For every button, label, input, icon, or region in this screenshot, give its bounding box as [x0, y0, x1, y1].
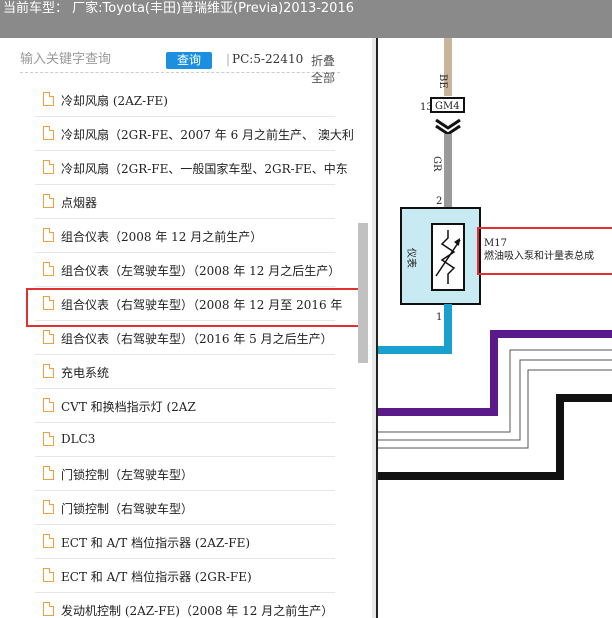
tree-item-label: 组合仪表（左驾驶车型）（2008 年 12 月之后生产）: [61, 264, 341, 278]
tree-item[interactable]: 点烟器: [0, 185, 360, 219]
tree-item[interactable]: DLC3: [0, 423, 360, 457]
tree-item-label: DLC3: [61, 432, 96, 446]
pin-2: 2: [436, 196, 442, 207]
wiring-diagram[interactable]: BE 13 GM4 GR 2 仪表 1 M17 燃油吸入泵和计量表总成: [376, 38, 612, 618]
document-icon: [43, 466, 54, 480]
tree-item[interactable]: 组合仪表（2008 年 12 月之前生产）: [0, 219, 360, 253]
part-name: 燃油吸入泵和计量表总成: [484, 249, 594, 262]
diagram-svg: BE 13 GM4 GR 2 仪表 1 M17 燃油吸入泵和计量表总成: [378, 38, 612, 480]
tree-item-label: 充电系统: [61, 366, 110, 380]
vehicle-title: 当前车型： 厂家:Toyota(丰田)普瑞维亚(Previa)2013-2016: [3, 1, 354, 16]
document-icon: [43, 262, 54, 276]
wire-label-gr: GR: [431, 156, 442, 172]
document-icon: [43, 534, 54, 548]
document-icon: [43, 500, 54, 514]
tree-item[interactable]: 门锁控制（右驾驶车型）: [0, 491, 360, 525]
tree-item[interactable]: 冷却风扇（2GR-FE、2007 年 6 月之前生产、 澳大利: [0, 117, 360, 151]
connector-gm4: [430, 97, 465, 113]
connector-label: GM4: [435, 101, 460, 112]
tree-item-label: 冷却风扇（2GR-FE、一般国家车型、2GR-FE、中东: [61, 162, 348, 176]
tree-item-label: ECT 和 A/T 档位指示器 (2GR-FE): [61, 570, 252, 584]
arrow-head-icon: [454, 238, 460, 246]
tree-item[interactable]: 组合仪表（右驾驶车型）（2016 年 5 月之后生产）: [0, 321, 360, 355]
document-icon: [43, 398, 54, 412]
wire-black: [378, 394, 612, 480]
document-icon: [43, 228, 54, 242]
tree-item-label: 发动机控制 (2AZ-FE)（2008 年 12 月之前生产）: [61, 604, 334, 618]
pc-separator: |: [226, 52, 231, 66]
connector-chevron-icon: [435, 118, 461, 130]
tree-item-label: 组合仪表（2008 年 12 月之前生产）: [61, 230, 263, 244]
document-icon: [43, 296, 54, 310]
tree-item[interactable]: 冷却风扇（2GR-FE、一般国家车型、2GR-FE、中东: [0, 151, 360, 185]
wire-white: [378, 359, 612, 441]
collapse-all-button[interactable]: 折叠全部: [311, 54, 336, 85]
tree-item-label: 点烟器: [61, 196, 98, 210]
variable-arrow-icon: [435, 239, 461, 277]
pin-13: 13: [420, 102, 433, 113]
document-icon: [43, 194, 54, 208]
query-button[interactable]: 查询: [166, 52, 212, 69]
document-icon: [43, 126, 54, 140]
tree-item[interactable]: ECT 和 A/T 档位指示器 (2GR-FE): [0, 559, 360, 593]
tree-item-label: 组合仪表（右驾驶车型）（2016 年 5 月之后生产）: [61, 332, 333, 346]
wire-tan: [444, 38, 452, 96]
tree-item[interactable]: 门锁控制（左驾驶车型）: [0, 457, 360, 491]
pc-code-text: PC:5-22410: [232, 52, 304, 66]
tree-item-selected[interactable]: 组合仪表（左驾驶车型）（2008 年 12 月之后生产）: [0, 253, 360, 287]
wire-purple: [378, 330, 612, 416]
resistor-zigzag-icon: [440, 230, 456, 284]
wire-white: [378, 349, 612, 433]
pc-code: |PC:5-22410: [226, 52, 303, 66]
tree-item[interactable]: 冷却风扇 (2AZ-FE): [0, 83, 360, 117]
wire-blue: [378, 304, 452, 354]
tree-item-label: 门锁控制（右驾驶车型）: [61, 502, 194, 516]
selection-highlight: [26, 288, 361, 327]
search-input[interactable]: [20, 49, 155, 69]
wire-white: [378, 369, 612, 449]
tree-item-label: 组合仪表（右驾驶车型）（2008 年 12 月至 2016 年: [61, 298, 343, 312]
tree-item-label: 冷却风扇（2GR-FE、2007 年 6 月之前生产、 澳大利: [61, 128, 354, 142]
document-icon: [43, 602, 54, 616]
wire-gray: [444, 134, 452, 208]
pin-1: 1: [436, 312, 442, 323]
header-bar: 当前车型： 厂家:Toyota(丰田)普瑞维亚(Previa)2013-2016: [0, 0, 612, 38]
tree-item-label: 冷却风扇 (2AZ-FE): [61, 94, 168, 108]
document-icon: [43, 330, 54, 344]
tree-item[interactable]: 组合仪表（右驾驶车型）（2008 年 12 月至 2016 年: [0, 287, 360, 321]
part-highlight: [477, 227, 612, 275]
document-icon: [43, 568, 54, 582]
tree-item[interactable]: 充电系统: [0, 355, 360, 389]
tree-item-label: CVT 和换档指示灯 (2AZ: [61, 400, 196, 414]
tree-list: 冷却风扇 (2AZ-FE) 冷却风扇（2GR-FE、2007 年 6 月之前生产…: [0, 83, 360, 618]
tree-item-label: ECT 和 A/T 档位指示器 (2AZ-FE): [61, 536, 251, 550]
document-icon: [43, 160, 54, 174]
document-icon: [43, 432, 54, 446]
left-panel: 查询 |PC:5-22410 折叠全部 冷却风扇 (2AZ-FE) 冷却风扇（2…: [0, 38, 372, 618]
wire-label-be: BE: [437, 74, 448, 89]
search-row: 查询 |PC:5-22410 折叠全部: [20, 44, 340, 85]
tree-item[interactable]: 发动机控制 (2AZ-FE)（2008 年 12 月之前生产）: [0, 593, 360, 618]
tree-item-label: 门锁控制（左驾驶车型）: [61, 468, 194, 482]
document-icon: [43, 92, 54, 106]
tree-scrollbar[interactable]: [358, 223, 368, 363]
part-code: M17: [484, 238, 507, 249]
gauge-label: 仪表: [405, 248, 418, 268]
document-icon: [43, 364, 54, 378]
tree-item[interactable]: CVT 和换档指示灯 (2AZ: [0, 389, 360, 423]
tree-item[interactable]: ECT 和 A/T 档位指示器 (2AZ-FE): [0, 525, 360, 559]
